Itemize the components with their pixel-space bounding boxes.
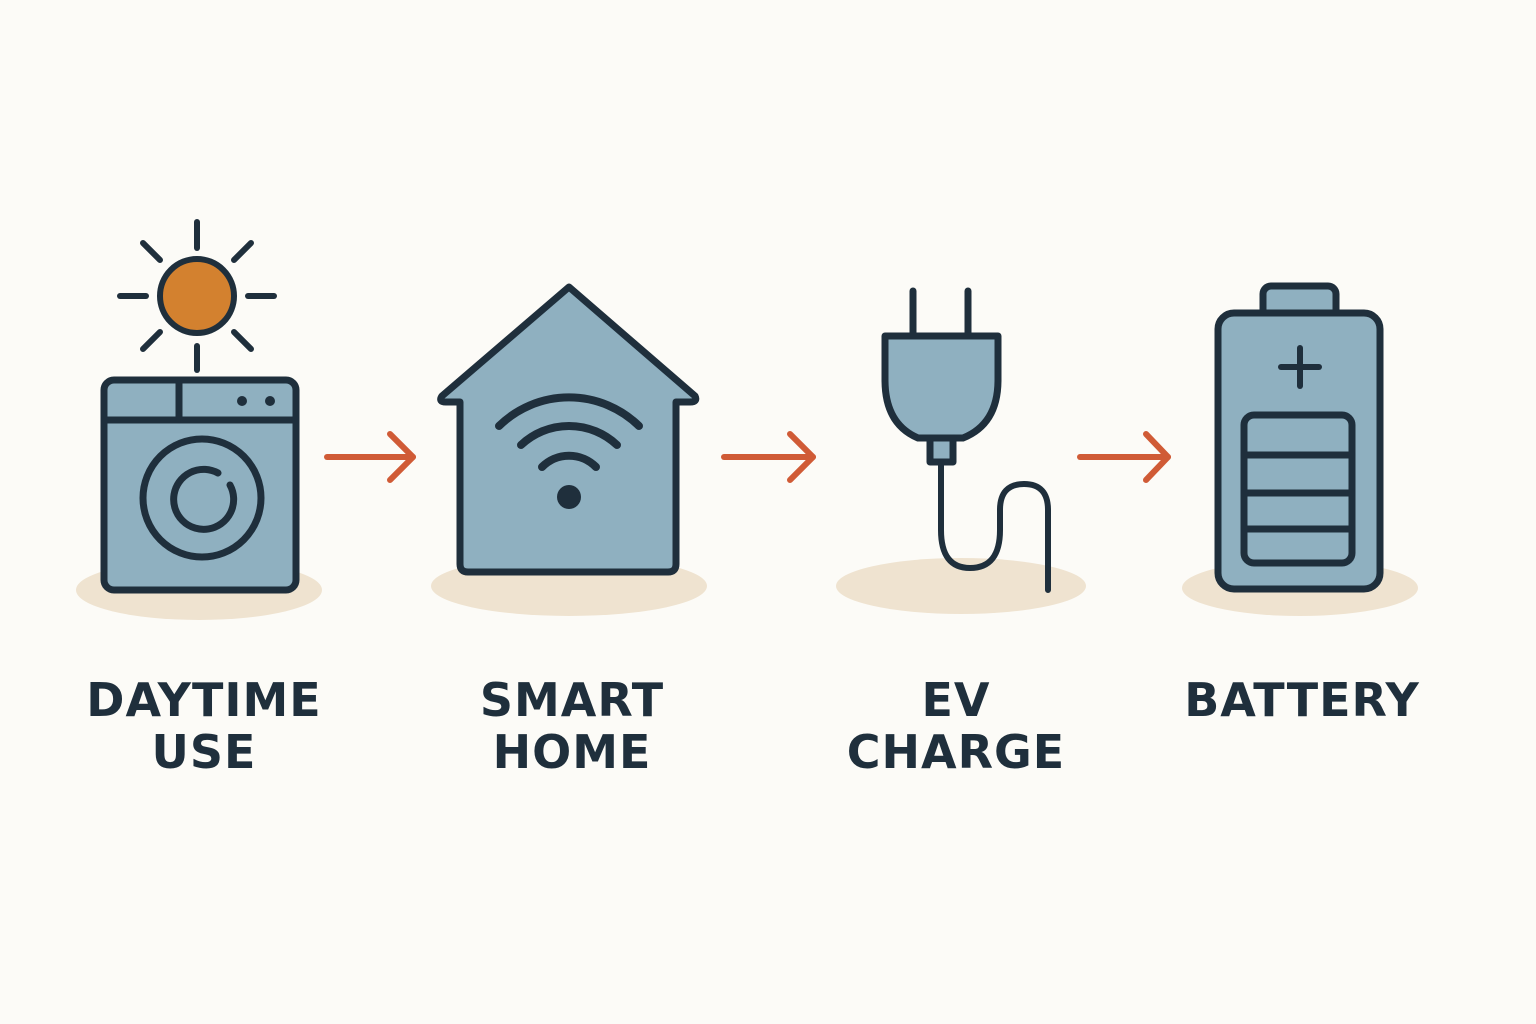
plus-icon bbox=[1278, 345, 1322, 389]
label-line: SMART bbox=[479, 673, 665, 727]
plug-cable bbox=[938, 459, 1051, 593]
label-ev-charge: EV CHARGE bbox=[776, 674, 1136, 778]
wifi-icon bbox=[495, 393, 643, 471]
label-line: BATTERY bbox=[1184, 673, 1420, 727]
label-battery: BATTERY bbox=[1122, 674, 1482, 726]
label-line: USE bbox=[151, 725, 257, 779]
label-line: CHARGE bbox=[846, 725, 1066, 779]
label-smart-home: SMART HOME bbox=[392, 674, 752, 778]
label-line: HOME bbox=[492, 725, 652, 779]
label-line: EV bbox=[921, 673, 991, 727]
washing-machine-icon bbox=[100, 376, 300, 594]
label-line: DAYTIME bbox=[86, 673, 322, 727]
label-daytime-use: DAYTIME USE bbox=[24, 674, 384, 778]
plug-shadow bbox=[836, 558, 1086, 614]
sun-icon bbox=[117, 219, 277, 373]
